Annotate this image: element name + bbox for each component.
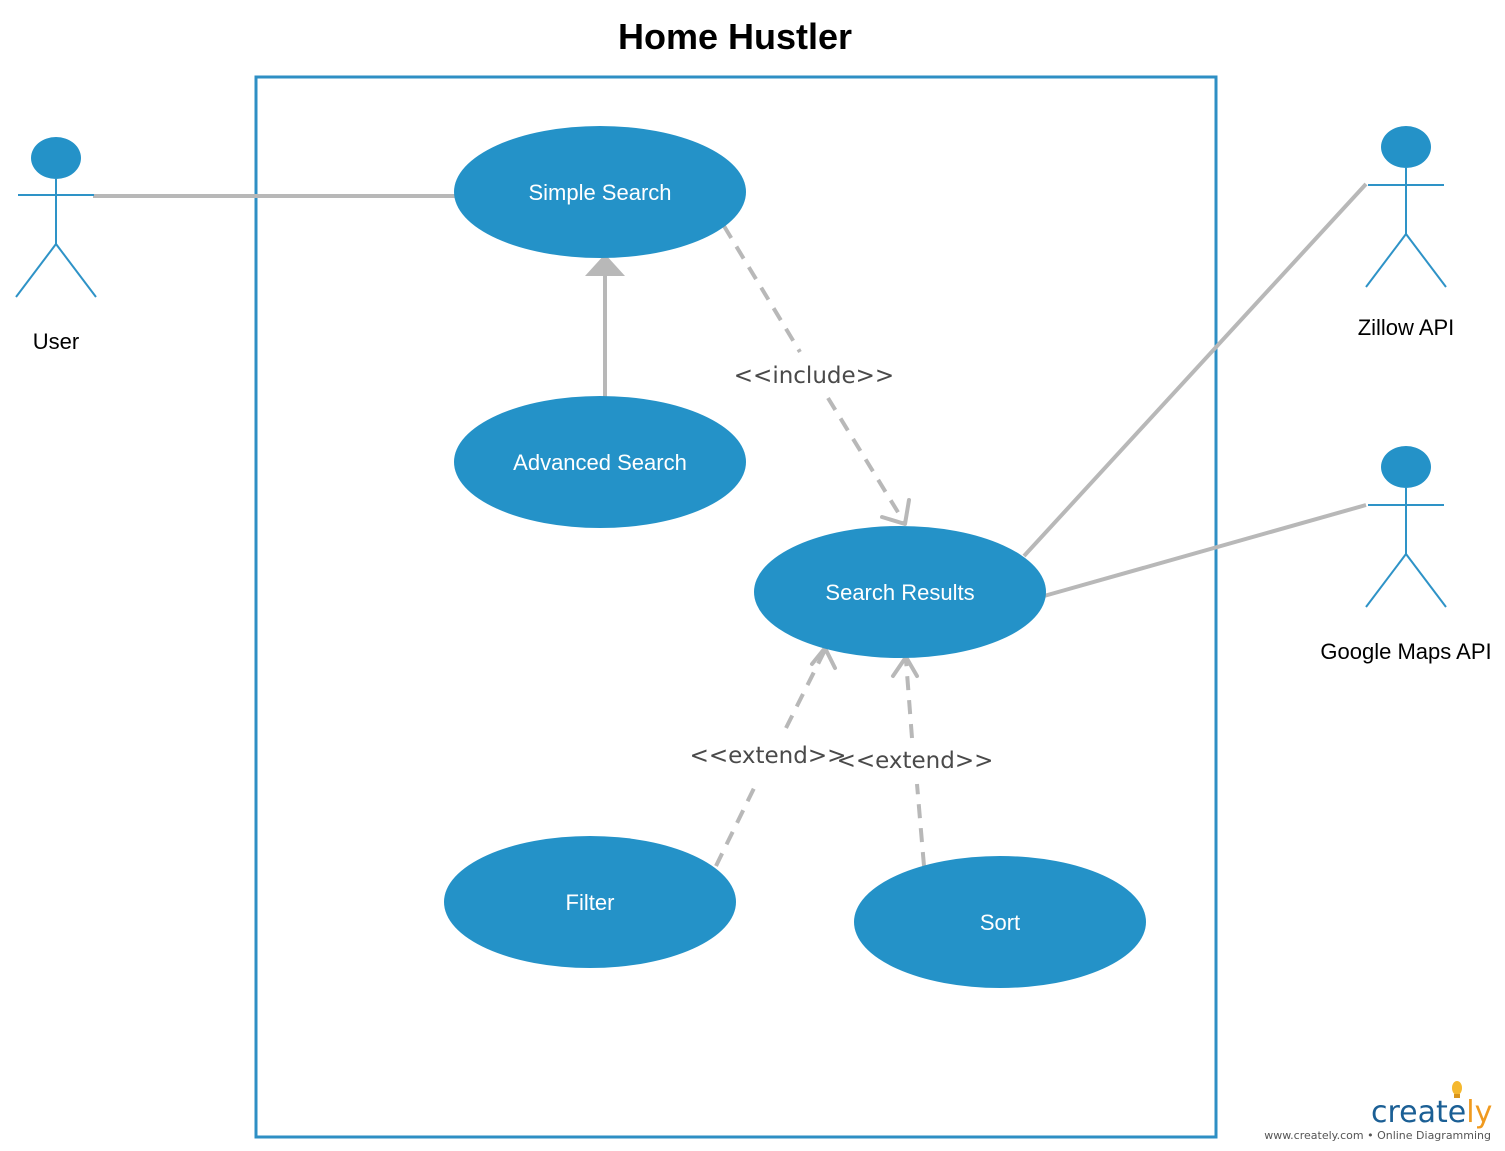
logo-word-accent: ly bbox=[1466, 1095, 1492, 1130]
use-case-advanced-search-label: Advanced Search bbox=[513, 450, 687, 475]
use-case-filter[interactable]: Filter bbox=[444, 836, 736, 968]
include-label: <<include>> bbox=[734, 363, 894, 389]
actor-zillow-head bbox=[1381, 126, 1431, 168]
extend-sort-arrowhead bbox=[891, 655, 919, 678]
use-case-sort-label: Sort bbox=[980, 910, 1020, 935]
actor-user-head bbox=[31, 137, 81, 179]
logo-word-main: creat bbox=[1371, 1095, 1448, 1130]
actor-google-maps-label: Google Maps API bbox=[1320, 639, 1491, 664]
actor-zillow-api[interactable]: Zillow API bbox=[1358, 126, 1455, 340]
use-case-filter-label: Filter bbox=[566, 890, 615, 915]
svg-text:creately: creately bbox=[1371, 1095, 1492, 1130]
generalization-arrowhead bbox=[585, 254, 625, 276]
extend-sort-label: <<extend>> bbox=[837, 748, 994, 774]
use-case-search-results[interactable]: Search Results bbox=[754, 526, 1046, 658]
logo-letter-e: e bbox=[1448, 1095, 1466, 1130]
creately-logo[interactable]: creately www.creately.com • Online Diagr… bbox=[1264, 1081, 1492, 1142]
use-case-search-results-label: Search Results bbox=[825, 580, 974, 605]
use-case-sort[interactable]: Sort bbox=[854, 856, 1146, 988]
use-case-simple-search[interactable]: Simple Search bbox=[454, 126, 746, 258]
include-arrowhead bbox=[880, 498, 911, 526]
extend-filter-arrowhead bbox=[810, 646, 837, 670]
creately-tagline: www.creately.com • Online Diagramming bbox=[1264, 1129, 1491, 1142]
actor-google-maps-api[interactable]: Google Maps API bbox=[1320, 446, 1492, 664]
association-zillow-search-results bbox=[1022, 182, 1368, 558]
actor-google-maps-head bbox=[1381, 446, 1431, 488]
actor-user-label: User bbox=[33, 329, 79, 354]
use-case-advanced-search[interactable]: Advanced Search bbox=[454, 396, 746, 528]
diagram-title: Home Hustler bbox=[618, 16, 852, 57]
actor-zillow-label: Zillow API bbox=[1358, 315, 1455, 340]
extend-filter-label: <<extend>> bbox=[690, 743, 847, 769]
actor-user[interactable]: User bbox=[15, 137, 97, 354]
lightbulb-icon bbox=[1452, 1081, 1462, 1098]
use-case-simple-search-label: Simple Search bbox=[528, 180, 671, 205]
generalization-advanced-to-simple bbox=[585, 254, 625, 397]
include-relationship bbox=[722, 224, 911, 526]
system-boundary bbox=[254, 75, 1218, 1139]
association-google-maps-search-results bbox=[1043, 503, 1367, 598]
